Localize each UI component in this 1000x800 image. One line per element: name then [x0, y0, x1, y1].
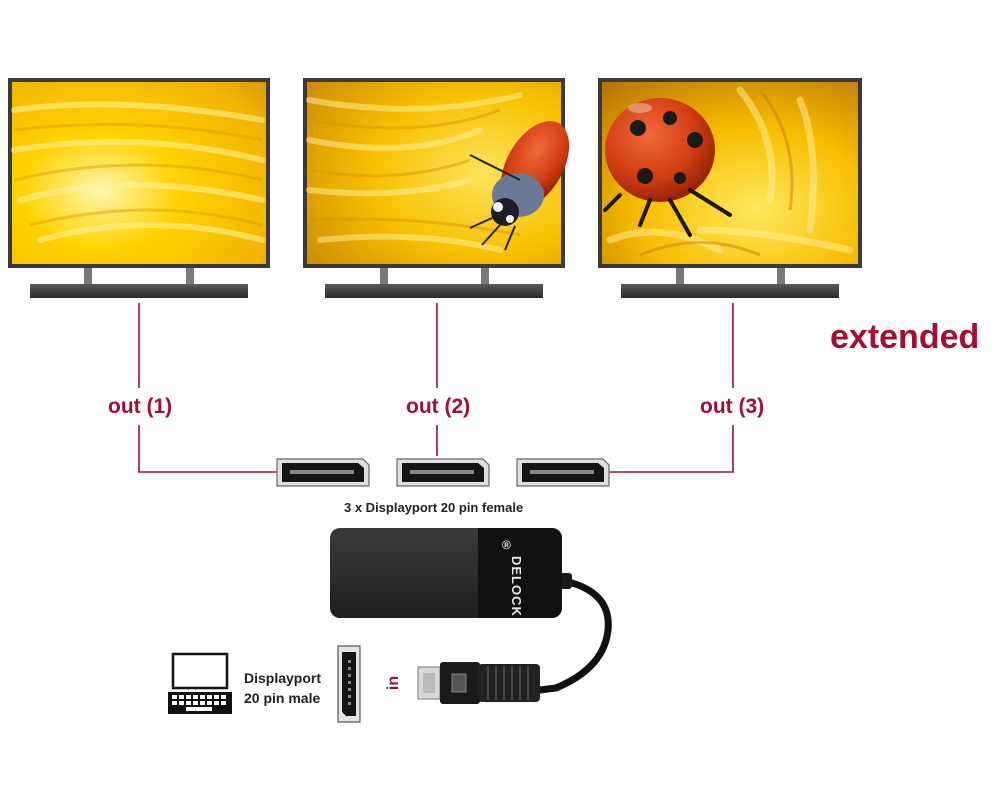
line-out-1: [138, 303, 283, 473]
ports-caption: 3 x Displayport 20 pin female: [344, 500, 523, 515]
monitor-1-neck-left: [84, 268, 92, 286]
monitor-3-neck-right: [777, 268, 785, 286]
monitor-2-ladybug: [469, 121, 570, 251]
monitor-2-stand: [325, 284, 543, 298]
monitor-1-neck-right: [186, 268, 194, 286]
adapter-cable: [536, 576, 612, 694]
laptop-icon: [168, 652, 232, 714]
displayport-female-port-3: [516, 458, 610, 487]
line-out-3: [603, 303, 734, 473]
monitor-3-neck-left: [676, 268, 684, 286]
mode-label: extended: [830, 318, 979, 356]
brand-logo: DELOCK: [509, 556, 524, 617]
monitor-3-ladybug: [603, 98, 732, 237]
monitor-3: [598, 78, 862, 298]
displayport-female-port-2: [396, 458, 490, 487]
connection-lines: [138, 303, 734, 473]
connector-caption-line1: Displayport: [244, 670, 321, 686]
connector-caption-line2: 20 pin male: [244, 690, 320, 706]
monitor-1-stand: [30, 284, 248, 298]
monitor-3-stand: [621, 284, 839, 298]
monitor-1: [8, 78, 270, 298]
monitor-2-neck-left: [380, 268, 388, 286]
displayport-male-connector-icon: [337, 645, 361, 723]
monitor-2: [303, 78, 570, 298]
input-label: in: [385, 676, 402, 690]
output-label-3: out (3): [700, 395, 764, 418]
adapter-dp-plug: [417, 662, 540, 704]
registered-mark: ®: [502, 538, 511, 552]
output-label-1: out (1): [108, 395, 172, 418]
adapter-device: DELOCK ®: [330, 528, 612, 694]
monitor-1-petals: [11, 101, 265, 243]
displayport-female-port-1: [276, 458, 370, 487]
output-label-2: out (2): [406, 395, 470, 418]
monitor-2-neck-right: [481, 268, 489, 286]
